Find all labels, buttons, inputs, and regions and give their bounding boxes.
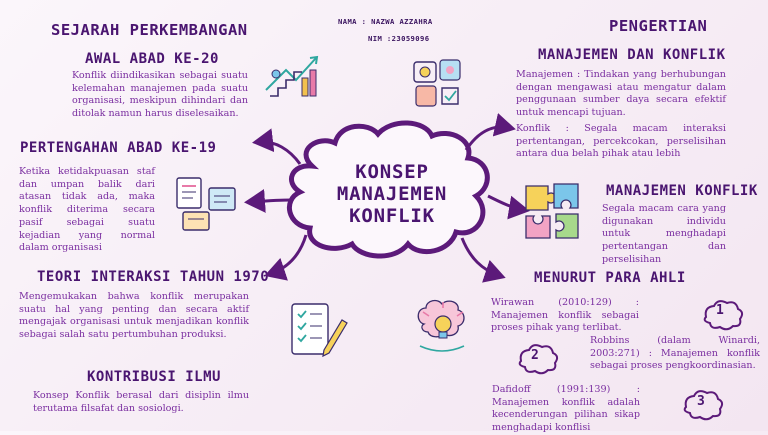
mid-19th-text: Ketika ketidakpuasan staf dan umpan bali… xyxy=(19,166,155,254)
expert-dafidoff: Dafidoff (1991:139) : Manajemen konflik … xyxy=(492,384,640,434)
early-20th-text: Konflik diindikasikan sebagai suatu kele… xyxy=(72,70,248,120)
central-title-line1: KONSEP xyxy=(355,161,429,183)
cloud-number-2 xyxy=(518,344,559,375)
central-title: KONSEP MANAJEMEN KONFLIK xyxy=(312,161,472,227)
interaction-theory-title: TEORI INTERAKSI TAHUN 1970 xyxy=(37,269,270,285)
arrow-to-interaction-theory xyxy=(264,234,308,281)
cloud-number-3 xyxy=(683,390,724,421)
conflict-definition: Konflik : Segala macam interaksi pertent… xyxy=(516,123,726,160)
early-20th-title: AWAL ABAD KE-20 xyxy=(85,51,219,67)
conflict-management-text: Segala macam cara yang digunakan individ… xyxy=(602,203,726,265)
student-nim: NIM :23059096 xyxy=(368,34,430,43)
cloud-number-1 xyxy=(703,300,744,331)
chart-arrow-icon xyxy=(265,55,319,97)
contribution-text: Konsep Konflik berasal dari disiplin ilm… xyxy=(33,390,249,414)
mid-19th-title: PERTENGAHAN ABAD KE-19 xyxy=(20,140,217,156)
interaction-theory-text: Mengemukakan bahwa konflik merupakan sua… xyxy=(19,291,249,341)
arrow-to-conflict-management xyxy=(487,194,530,220)
contribution-title: KONTRIBUSI ILMU xyxy=(87,369,221,385)
history-title: SEJARAH PERKEMBANGAN xyxy=(51,21,248,39)
puzzle-icon xyxy=(525,183,579,239)
conflict-management-title: MANAJEMEN KONFLIK xyxy=(606,183,758,199)
arrow-to-mid-19th xyxy=(244,188,293,213)
central-title-line2: MANAJEMEN xyxy=(336,183,448,205)
puzzle-head-icon xyxy=(413,59,461,107)
expert-wirawan: Wirawan (2010:129) : Manajemen konflik s… xyxy=(491,297,639,334)
number-3: 3 xyxy=(697,394,706,409)
number-1: 1 xyxy=(716,303,725,318)
checklist-pencil-icon xyxy=(291,303,348,358)
arrow-to-definition xyxy=(464,113,516,151)
experts-title: MENURUT PARA AHLI xyxy=(534,270,686,286)
number-2: 2 xyxy=(531,348,540,363)
central-title-line3: KONFLIK xyxy=(349,205,435,227)
central-cloud xyxy=(287,120,490,259)
management-definition: Manajemen : Tindakan yang berhubungan de… xyxy=(516,69,726,119)
papers-icon xyxy=(176,177,236,231)
arrow-to-early-20th xyxy=(252,128,302,165)
expert-robbins: Robbins (dalam Winardi, 2003:271) : Mana… xyxy=(590,335,760,372)
definition-title: PENGERTIAN xyxy=(609,17,708,35)
arrow-to-experts xyxy=(460,237,506,283)
student-name: NAMA : NAZWA AZZAHRA xyxy=(338,17,433,26)
brain-bulb-icon xyxy=(417,299,465,352)
management-conflict-title: MANAJEMEN DAN KONFLIK xyxy=(538,47,726,63)
